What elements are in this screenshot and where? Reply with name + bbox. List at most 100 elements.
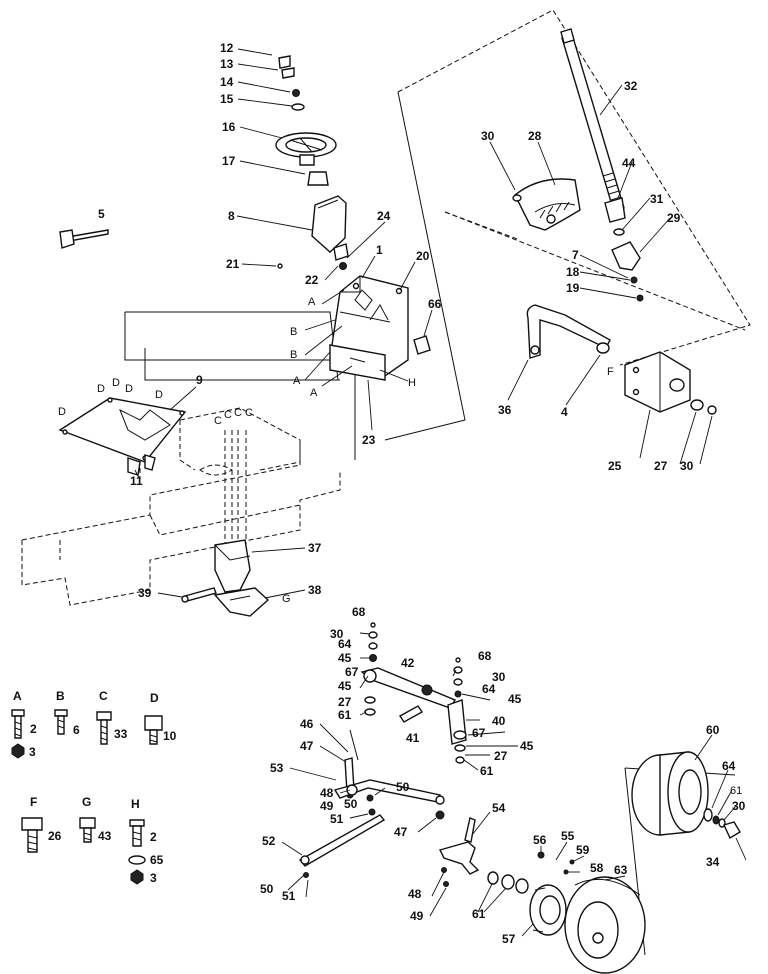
callout-45c: 45 xyxy=(508,692,522,706)
callout-30c: 30 xyxy=(330,627,344,641)
letter-g: G xyxy=(282,593,291,605)
callout-45b: 45 xyxy=(338,679,352,693)
nut-42 xyxy=(421,684,433,696)
callout-49a: 49 xyxy=(320,799,334,813)
drag-link-36 xyxy=(526,304,611,359)
callout-47a: 47 xyxy=(300,739,314,753)
bushing-47b xyxy=(435,810,445,820)
callout-46: 46 xyxy=(300,717,314,731)
callout-66: 66 xyxy=(428,297,442,311)
letter-f: F xyxy=(607,366,614,378)
callout-49b: 49 xyxy=(410,909,424,923)
callout-42: 42 xyxy=(401,656,415,670)
callout-29: 29 xyxy=(667,211,681,225)
callout-56: 56 xyxy=(533,833,547,847)
reference-letters: A B B A A H D D D D D C C C C F G xyxy=(58,296,614,605)
sector-gear-28 xyxy=(514,178,581,231)
nut-14 xyxy=(292,89,300,97)
callout-47b: 47 xyxy=(394,825,408,839)
hardware-key-icons xyxy=(11,709,163,885)
letter-d: D xyxy=(58,406,66,418)
callout-4: 4 xyxy=(561,405,568,419)
callout-1: 1 xyxy=(376,243,383,257)
callout-labels: 12 13 14 15 16 17 8 24 5 21 22 1 20 66 9… xyxy=(98,41,746,946)
bushing-4 xyxy=(596,342,610,354)
knuckle-54 xyxy=(438,841,480,875)
letter-h: H xyxy=(408,377,416,389)
callout-19: 19 xyxy=(566,281,580,295)
callout-27b: 27 xyxy=(338,695,352,709)
steering-shaft-assembly xyxy=(512,28,717,415)
callout-40: 40 xyxy=(492,714,506,728)
callout-27c: 27 xyxy=(494,749,508,763)
leader-lines xyxy=(134,48,747,937)
callout-16: 16 xyxy=(222,120,236,134)
callout-32: 32 xyxy=(624,79,638,93)
key-letter-h: H xyxy=(131,797,140,811)
callout-25: 25 xyxy=(608,459,622,473)
clip-66 xyxy=(413,335,431,355)
callout-7: 7 xyxy=(572,248,579,262)
callout-59: 59 xyxy=(576,843,590,857)
letter-b: B xyxy=(290,349,297,361)
callout-31: 31 xyxy=(650,192,664,206)
letter-a: A xyxy=(310,387,318,399)
callout-36: 36 xyxy=(498,403,512,417)
nut-19 xyxy=(636,294,644,302)
letter-c: C xyxy=(234,407,242,419)
arm-29 xyxy=(611,241,641,271)
callout-45d: 45 xyxy=(520,739,534,753)
letter-a: A xyxy=(308,296,316,308)
cap-34 xyxy=(723,821,741,840)
callout-63: 63 xyxy=(614,863,628,877)
letter-d: D xyxy=(155,389,163,401)
key-qty-c: 33 xyxy=(114,727,128,741)
letter-c: C xyxy=(224,409,232,421)
callout-61a: 61 xyxy=(338,708,352,722)
washer-27 xyxy=(690,399,704,411)
tire-60 xyxy=(631,751,741,840)
boot-8 xyxy=(311,195,347,253)
callout-67b: 67 xyxy=(472,726,486,740)
callout-23: 23 xyxy=(362,433,376,447)
callout-50c: 50 xyxy=(260,882,274,896)
ring-30 xyxy=(512,194,522,202)
callout-11: 11 xyxy=(130,474,143,488)
key-letter-d: D xyxy=(150,691,159,705)
key-letter-c: C xyxy=(99,689,108,703)
key-sub-a: 3 xyxy=(29,745,36,759)
clip-24 xyxy=(339,262,347,270)
nut-56 xyxy=(537,851,545,859)
callout-20: 20 xyxy=(416,249,430,263)
callout-57: 57 xyxy=(502,932,516,946)
callout-44: 44 xyxy=(622,156,636,170)
front-wheel xyxy=(529,876,646,974)
callout-34: 34 xyxy=(706,855,720,869)
callout-64b: 64 xyxy=(482,682,496,696)
bushing-17 xyxy=(307,171,329,186)
letter-d: D xyxy=(97,383,105,395)
pinion-44 xyxy=(604,197,626,223)
letter-d: D xyxy=(112,377,120,389)
cap-68a xyxy=(370,622,376,628)
callout-68a: 68 xyxy=(352,605,366,619)
insert-13 xyxy=(281,67,295,79)
callout-50a: 50 xyxy=(344,797,358,811)
key-qty-g: 43 xyxy=(98,829,112,843)
callout-37: 37 xyxy=(308,541,322,555)
key-qty-b: 6 xyxy=(73,723,80,737)
callout-55: 55 xyxy=(561,829,575,843)
callout-9: 9 xyxy=(196,373,203,387)
pin-21 xyxy=(277,263,283,269)
callout-45a: 45 xyxy=(338,651,352,665)
callout-67a: 67 xyxy=(345,665,359,679)
steering-wheel-assembly xyxy=(275,55,349,270)
callout-27-top: 27 xyxy=(654,459,668,473)
callout-28: 28 xyxy=(528,129,542,143)
callout-54: 54 xyxy=(492,801,506,815)
callout-48a: 48 xyxy=(320,786,334,800)
letter-b: B xyxy=(290,326,297,338)
tie-rod-linkage xyxy=(298,622,575,894)
washer-15 xyxy=(291,103,305,111)
callout-64a: 64 xyxy=(338,637,352,651)
